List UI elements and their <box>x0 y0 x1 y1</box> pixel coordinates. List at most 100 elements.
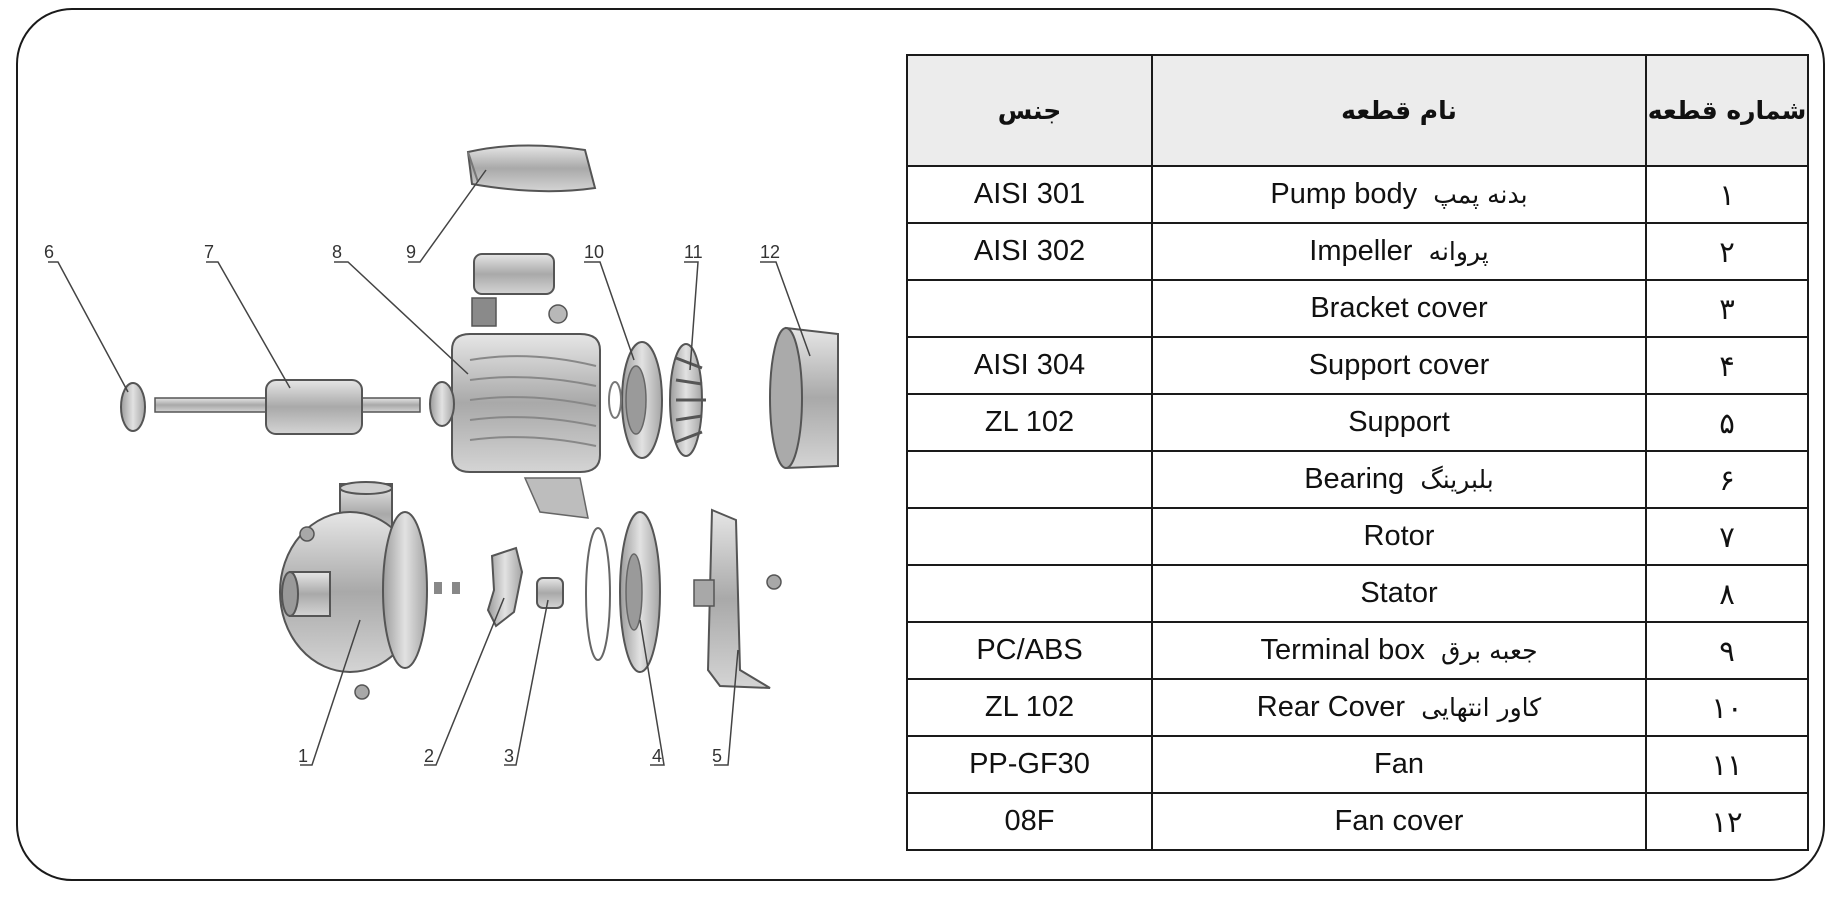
part-number-cell: ۸ <box>1645 564 1809 623</box>
part-name-en: Fan <box>1374 748 1424 780</box>
table-row: ۴ Support cover AISI 304 <box>906 336 1809 395</box>
part-number-cell: ۳ <box>1645 279 1809 338</box>
material-cell: PP-GF30 <box>906 735 1153 794</box>
part-name-cell: Support <box>1151 393 1647 452</box>
bracket-cover-part <box>536 577 564 609</box>
part-name-en: Stator <box>1360 577 1438 609</box>
part-name-fa: بلبرینگ <box>1420 465 1494 494</box>
header-part-number: شماره قطعه <box>1645 54 1809 167</box>
callout-6: 6 <box>44 242 54 262</box>
fan-part <box>669 343 706 457</box>
rotor-part <box>154 379 421 435</box>
part-name-cell: Fan cover <box>1151 792 1647 851</box>
material-cell: PC/ABS <box>906 621 1153 680</box>
bearing-part <box>429 381 455 427</box>
stator-part <box>451 333 601 473</box>
part-name-en: Fan cover <box>1334 805 1464 837</box>
fan-cover-part <box>769 326 839 470</box>
part-name-fa: بدنه پمپ <box>1433 180 1528 209</box>
part-name-en: Terminal box <box>1260 634 1425 666</box>
table-row: ۱۲ Fan cover 08F <box>906 792 1809 851</box>
material-cell: AISI 301 <box>906 165 1153 224</box>
part-number-cell: ۶ <box>1645 450 1809 509</box>
callout-3: 3 <box>504 746 514 766</box>
part-name-en: Bracket cover <box>1310 292 1488 324</box>
table-row: ۳ Bracket cover <box>906 279 1809 338</box>
part-name-fa: پروانه <box>1428 237 1489 266</box>
callout-12: 12 <box>760 242 780 262</box>
small-screw-part <box>434 582 442 594</box>
bearing-6-part <box>120 382 146 432</box>
part-number-cell: ۵ <box>1645 393 1809 452</box>
part-name-cell: کاور انتهایی Rear Cover <box>1151 678 1647 737</box>
material-cell: ZL 102 <box>906 678 1153 737</box>
part-name-cell: Stator <box>1151 564 1647 623</box>
bolt-part <box>299 526 315 542</box>
part-name-fa: کاور انتهایی <box>1421 693 1542 722</box>
terminal-box-part <box>466 144 597 193</box>
nut-part <box>548 304 568 324</box>
part-name-en: Support <box>1348 406 1450 438</box>
capacitor-part <box>473 253 555 295</box>
table-header-row: شماره قطعه نام قطعه جنس <box>906 54 1809 167</box>
material-cell: AISI 302 <box>906 222 1153 281</box>
material-cell: 08F <box>906 792 1153 851</box>
part-name-cell: Fan <box>1151 735 1647 794</box>
small-screw-part <box>452 582 460 594</box>
support-cover-part <box>585 511 661 673</box>
callout-5: 5 <box>712 746 722 766</box>
callout-10: 10 <box>584 242 604 262</box>
part-number-cell: ۴ <box>1645 336 1809 395</box>
connector-part <box>471 297 497 327</box>
part-number-cell: ۱ <box>1645 165 1809 224</box>
callout-8: 8 <box>332 242 342 262</box>
part-name-en: Pump body <box>1270 178 1418 210</box>
base-part <box>523 477 589 519</box>
callout-2: 2 <box>424 746 434 766</box>
leader-lines <box>48 169 811 766</box>
callout-4: 4 <box>652 746 662 766</box>
part-name-cell: Rotor <box>1151 507 1647 566</box>
header-material: جنس <box>906 54 1153 167</box>
part-number-cell: ۱۲ <box>1645 792 1809 851</box>
callout-11: 11 <box>684 242 703 262</box>
part-name-cell: Bracket cover <box>1151 279 1647 338</box>
table-row: ۸ Stator <box>906 564 1809 623</box>
part-name-cell: جعبه برق Terminal box <box>1151 621 1647 680</box>
callout-7: 7 <box>204 242 214 262</box>
part-name-en: Rotor <box>1363 520 1435 552</box>
part-name-en: Bearing <box>1304 463 1405 495</box>
part-name-cell: بدنه پمپ Pump body <box>1151 165 1647 224</box>
material-cell: ZL 102 <box>906 393 1153 452</box>
part-number-cell: ۱۰ <box>1645 678 1809 737</box>
part-number-cell: ۹ <box>1645 621 1809 680</box>
part-name-en: Impeller <box>1309 235 1413 267</box>
part-name-cell: پروانه Impeller <box>1151 222 1647 281</box>
material-cell: AISI 304 <box>906 336 1153 395</box>
part-name-en: Rear Cover <box>1256 691 1406 723</box>
support-part <box>693 508 782 689</box>
part-name-cell: Support cover <box>1151 336 1647 395</box>
part-name-cell: بلبرینگ Bearing <box>1151 450 1647 509</box>
bolt-part <box>354 684 370 700</box>
material-cell <box>906 279 1153 338</box>
o-ring-part <box>608 381 622 419</box>
rounded-frame <box>16 8 1825 881</box>
part-number-cell: ۲ <box>1645 222 1809 281</box>
callout-1: 1 <box>298 746 308 766</box>
material-cell <box>906 507 1153 566</box>
pump-body-part <box>279 481 428 673</box>
part-name-fa: جعبه برق <box>1440 636 1538 665</box>
rear-cover-part <box>621 341 663 459</box>
impeller-part <box>486 546 524 628</box>
part-name-en: Support cover <box>1308 349 1490 381</box>
